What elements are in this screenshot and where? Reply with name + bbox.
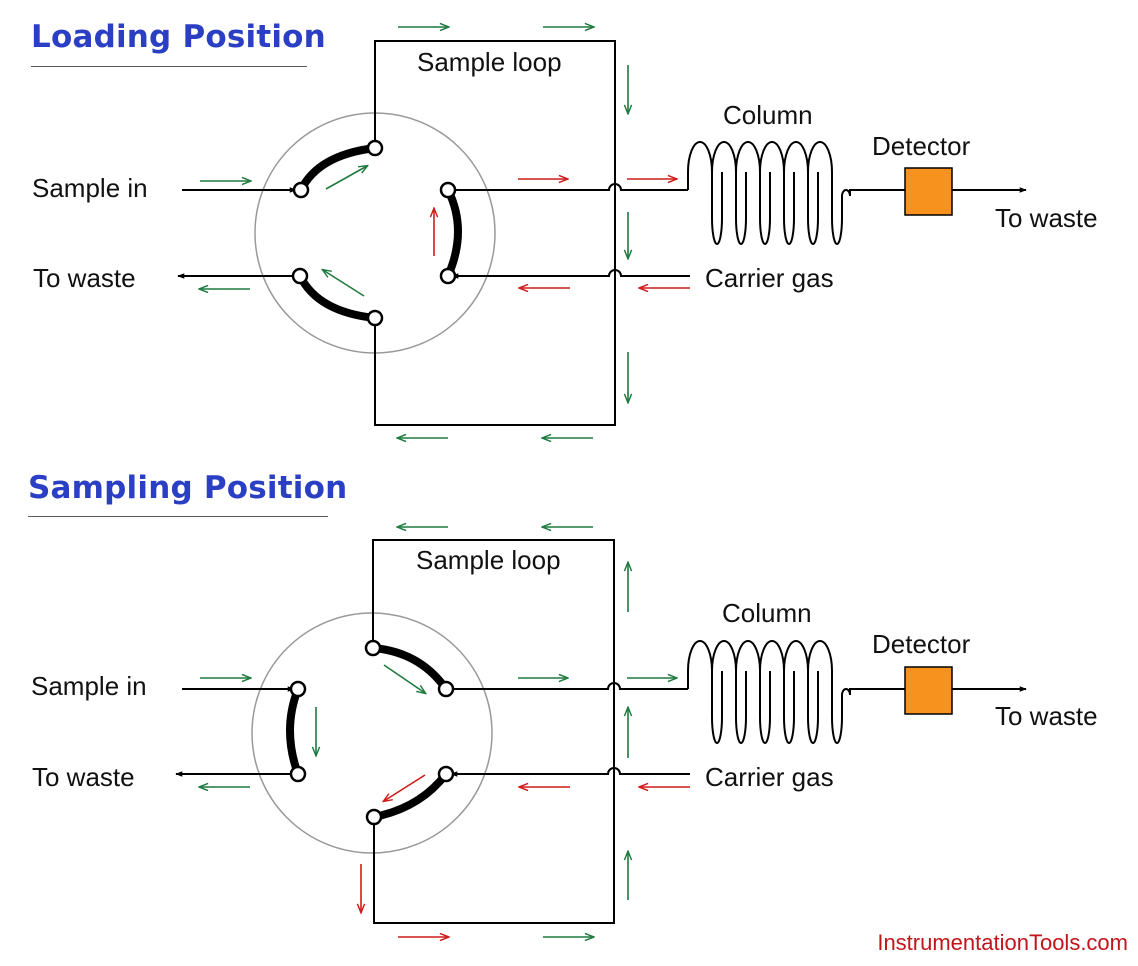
column-label: Column [722,598,812,628]
column-coil [687,640,905,744]
carrier-gas-line [450,767,690,777]
sample-loop-tube [374,40,616,426]
loading-position-heading: Loading Position [31,19,326,55]
valve-port [364,639,382,657]
carrier-gas-label: Carrier gas [705,263,834,293]
column-inlet-line [446,682,688,690]
sample-flow-arrow [383,664,425,693]
to-waste-label-left: To waste [33,263,136,293]
valve-port [366,309,384,327]
valve-port [291,267,309,285]
valve-port [439,267,457,285]
column-coil [687,141,905,245]
sample-in-label: Sample in [32,173,148,203]
carrier-gas-label: Carrier gas [705,762,834,792]
detector-label: Detector [872,629,971,659]
to-waste-label-right: To waste [995,203,1098,233]
detector-box [904,167,953,216]
rotor-channel [296,274,376,322]
column-inlet-line [448,183,688,191]
sample-in-label: Sample in [31,671,147,701]
valve-port [292,181,310,199]
valve-port [365,808,383,826]
sample-loop-label: Sample loop [416,545,561,575]
sample-loop-label: Sample loop [417,47,562,77]
sample-flow-arrow [323,270,365,297]
sample-loop-tube [372,539,615,924]
valve-ports [289,639,455,826]
valve-port [437,765,455,783]
valve-port [289,765,307,783]
sampling-heading-underline [28,516,328,517]
valve-port [439,181,457,199]
sampling-position-heading: Sampling Position [28,470,348,506]
loading-panel: Sample loop Column Detector Sample in To… [32,27,1098,438]
sample-flow-arrow [325,166,367,190]
rotor-channel [444,188,462,278]
valve-port [437,680,455,698]
watermark: InstrumentationTools.com [877,930,1128,955]
rotor-channel [286,687,302,776]
loading-heading-underline [31,66,307,67]
valve-port [366,139,384,157]
rotor-channel [297,144,376,192]
rotor-channel [373,771,450,821]
detector-label: Detector [872,131,971,161]
rotor-channel [372,644,450,692]
valve-ports [291,139,457,327]
sampling-panel: Sample loop Column Detector Sample in To… [31,527,1098,937]
to-waste-label-left: To waste [32,762,135,792]
valve-port [289,680,307,698]
column-label: Column [723,100,813,130]
carrier-flow-arrow [384,774,426,801]
detector-box [904,666,953,715]
to-waste-label-right: To waste [995,701,1098,731]
carrier-gas-line [451,269,690,279]
